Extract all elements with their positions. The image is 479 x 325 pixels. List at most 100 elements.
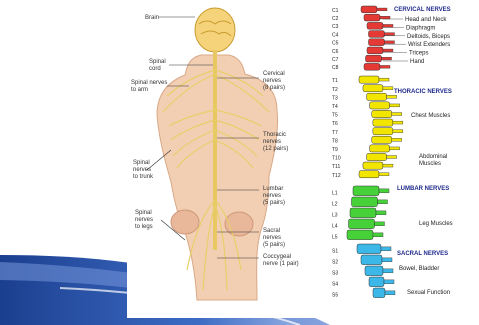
vertebra-label: T1 — [332, 78, 338, 84]
spinous-process — [385, 41, 395, 44]
body-diagram — [157, 8, 278, 300]
label-leg-muscles: Leg Muscles — [419, 221, 453, 227]
vertebra-t11 — [363, 162, 383, 169]
spinous-process — [383, 49, 393, 52]
spinous-process — [383, 87, 393, 90]
spinous-process — [392, 138, 402, 141]
body-silhouette — [157, 55, 278, 300]
vertebra-t3 — [367, 93, 387, 100]
vertebra-label: T11 — [332, 164, 340, 170]
spinous-process — [384, 280, 394, 284]
label-chest-muscles: Chest Muscles — [411, 113, 450, 119]
spinous-process — [382, 258, 392, 262]
spinous-process — [379, 189, 389, 193]
vertebra-label: T6 — [332, 121, 338, 127]
vertebra-label: L4 — [332, 224, 338, 230]
vertebra-label: T10 — [332, 156, 341, 162]
cervical-item-label: Deltoids, Biceps — [407, 34, 450, 40]
spinous-process — [387, 95, 397, 98]
cervical-item-label: Wrist Extenders — [408, 42, 450, 48]
vertebral-column: C1C2C3C4C5C6C7C8T1T2T3T4T5T6T7T8T9T10T11… — [332, 6, 403, 299]
vertebra-label: S4 — [332, 282, 338, 288]
vertebra-c1 — [361, 6, 377, 13]
vertebra-label: T7 — [332, 130, 338, 136]
vertebra-s3 — [365, 266, 383, 276]
vertebra-s2 — [361, 255, 382, 265]
spinous-process — [383, 164, 393, 167]
vertebra-label: T8 — [332, 138, 338, 144]
vertebra-c7 — [366, 55, 382, 62]
vertebra-c8 — [364, 63, 380, 70]
vertebra-label: S1 — [332, 249, 338, 255]
spinous-process — [380, 16, 390, 19]
vertebra-t7 — [373, 128, 393, 135]
label-nerves-trunk: Spinalnervesto trunk — [133, 160, 154, 180]
vertebra-label: C4 — [332, 32, 339, 38]
spinous-process — [375, 222, 385, 226]
header-lumbar-nerves: LUMBAR NERVES — [397, 186, 449, 192]
label-bowel-bladder: Bowel, Bladder — [399, 266, 439, 272]
spinous-process — [393, 121, 403, 124]
vertebra-l5 — [347, 230, 373, 240]
vertebra-l3 — [350, 208, 376, 218]
vertebra-label: T2 — [332, 87, 338, 93]
vertebra-t9 — [370, 145, 390, 152]
spinous-process — [383, 24, 393, 27]
vertebra-s5 — [373, 288, 385, 298]
spinous-process — [373, 233, 383, 237]
vertebra-label: T5 — [332, 113, 338, 119]
vertebra-label: T12 — [332, 173, 341, 179]
vertebra-label: C3 — [332, 24, 339, 30]
spinous-process — [381, 247, 391, 251]
vertebra-t12 — [359, 171, 379, 178]
vertebra-label: L3 — [332, 213, 338, 219]
vertebra-s4 — [369, 277, 384, 287]
spinous-process — [380, 65, 390, 68]
vertebra-label: C2 — [332, 16, 339, 22]
vertebra-label: S5 — [332, 293, 338, 299]
header-sacral-nerves: SACRAL NERVES — [397, 251, 448, 257]
vertebra-t8 — [372, 136, 392, 143]
spinous-process — [376, 211, 386, 215]
vertebra-t10 — [367, 153, 387, 160]
label-sexual-function: Sexual Function — [407, 290, 450, 296]
vertebra-c2 — [364, 14, 380, 21]
spinous-process — [379, 173, 389, 176]
header-thoracic-nerves: THORACIC NERVES — [394, 89, 452, 95]
spinous-process — [385, 291, 395, 295]
pelvis-left — [171, 210, 199, 234]
header-cervical-nerves: CERVICAL NERVES — [394, 7, 451, 13]
cervical-item-label: Triceps — [409, 51, 428, 57]
spinous-process — [383, 269, 393, 273]
vertebra-c3 — [367, 22, 383, 29]
spinous-process — [385, 33, 395, 36]
vertebra-c6 — [367, 47, 383, 54]
vertebra-label: C5 — [332, 41, 339, 47]
vertebra-c4 — [369, 31, 385, 38]
vertebra-t2 — [363, 85, 383, 92]
spinous-process — [390, 147, 400, 150]
vertebra-label: C8 — [332, 65, 339, 71]
spinous-process — [378, 200, 388, 204]
vertebra-label: C1 — [332, 8, 339, 14]
vertebra-l1 — [353, 186, 379, 196]
vertebra-c5 — [369, 39, 385, 46]
spinous-process — [392, 113, 402, 116]
vertebra-l4 — [349, 219, 375, 229]
spinous-process — [387, 156, 397, 159]
vertebra-label: S2 — [332, 260, 338, 266]
label-brain: Brain — [145, 15, 159, 21]
vertebra-t4 — [370, 102, 390, 109]
vertebra-label: T3 — [332, 95, 338, 101]
vertebra-s1 — [357, 244, 381, 254]
vertebra-label: C6 — [332, 49, 339, 55]
